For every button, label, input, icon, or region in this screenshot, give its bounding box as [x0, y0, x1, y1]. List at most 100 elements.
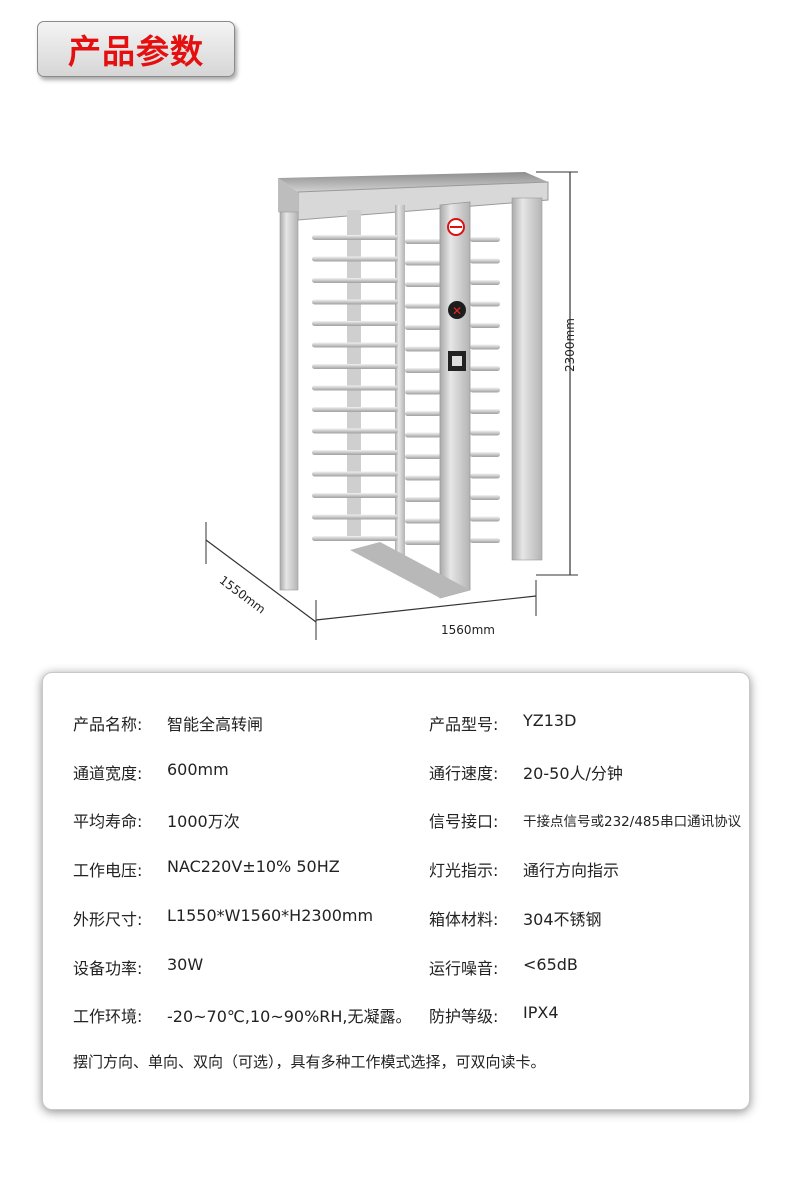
spec-value: 304不锈钢	[523, 910, 602, 929]
side-arm	[470, 430, 500, 436]
spec-row: 工作电压: NAC220V±10% 50HZ 灯光指示: 通行方向指示	[43, 857, 749, 881]
spec-value: L1550*W1560*H2300mm	[167, 906, 374, 925]
side-arm	[470, 280, 500, 285]
fence-arm	[312, 428, 398, 434]
base-plate	[350, 542, 470, 598]
fence-arm	[312, 493, 398, 498]
rotor-arm	[405, 325, 441, 330]
spec-value: 1000万次	[167, 812, 240, 831]
spec-row: 产品名称: 智能全高转闸 产品型号: YZ13D	[43, 711, 749, 735]
fence-arm	[312, 256, 398, 262]
rotor-arm	[405, 389, 441, 395]
height-dimension-label: 2300mm	[563, 318, 577, 372]
fence-arm	[312, 321, 398, 326]
depth-dimension-line	[205, 539, 317, 623]
top-beam-side	[278, 178, 298, 220]
rotor-arm	[405, 540, 441, 545]
spec-value: 干接点信号或232/485串口通讯协议	[523, 814, 742, 830]
spec-value: NAC220V±10% 50HZ	[167, 857, 340, 876]
control-column	[439, 201, 471, 599]
rotor-arm	[405, 303, 441, 309]
spec-label: 箱体材料:	[429, 910, 499, 929]
spec-value: <65dB	[523, 955, 578, 974]
spec-note: 摆门方向、单向、双向（可选），具有多种工作模式选择，可双向读卡。	[73, 1053, 546, 1071]
fence-arm	[312, 235, 398, 240]
spec-row: 设备功率: 30W 运行噪音: <65dB	[43, 955, 749, 979]
fence-arm	[312, 450, 398, 455]
side-arm	[470, 323, 500, 328]
spec-value: 30W	[167, 955, 204, 974]
rotor-arm	[405, 518, 441, 524]
fence-arm	[312, 364, 398, 369]
spec-value: 智能全高转闸	[167, 715, 264, 734]
fence-arm	[312, 514, 398, 520]
spec-label: 通行速度:	[429, 764, 499, 783]
top-beam-top	[278, 172, 548, 192]
rotor-arm	[405, 260, 441, 266]
fence-arm	[312, 342, 398, 348]
fence-arm	[312, 536, 398, 541]
right-post	[511, 197, 543, 561]
spec-label: 产品名称:	[73, 715, 143, 734]
spec-label: 设备功率:	[73, 959, 143, 978]
fence-arm	[312, 385, 398, 391]
fence-arm	[312, 407, 398, 412]
side-arm	[470, 495, 500, 500]
spec-label: 工作环境:	[73, 1007, 143, 1026]
fence-arm	[312, 278, 398, 283]
side-arm	[470, 258, 500, 264]
side-arm	[470, 387, 500, 393]
rotor-arm	[405, 282, 441, 287]
side-arm	[470, 344, 500, 350]
side-arm	[470, 473, 500, 479]
spec-label: 平均寿命:	[73, 812, 143, 831]
spec-label: 信号接口:	[429, 812, 499, 831]
left-post	[279, 211, 299, 591]
spec-label: 运行噪音:	[429, 959, 499, 978]
stop-light-icon	[448, 301, 466, 319]
rotor-arm	[405, 411, 441, 416]
spec-value: YZ13D	[523, 711, 577, 730]
spec-value: 20-50人/分钟	[523, 764, 623, 783]
spec-label: 产品型号:	[429, 715, 499, 734]
rotor-arm	[405, 239, 441, 244]
fence-arm	[312, 471, 398, 477]
side-arm	[470, 452, 500, 457]
spec-label: 外形尺寸:	[73, 910, 143, 929]
fence-arm	[312, 299, 398, 305]
side-arm	[470, 409, 500, 414]
turnstile-bars	[312, 235, 500, 545]
side-arm	[470, 366, 500, 371]
depth-dimension-label: 1550mm	[217, 573, 268, 617]
turnstile-illustration: ✕ 2300mm 1550mm 1560mm	[205, 171, 578, 640]
spec-value: -20~70℃,10~90%RH,无凝露。	[167, 1007, 412, 1026]
rotor-arm	[405, 497, 441, 502]
rotor-arm	[405, 475, 441, 481]
side-arm	[470, 538, 500, 543]
spec-value: 600mm	[167, 760, 229, 779]
section-title: 产品参数	[68, 32, 204, 71]
back-post	[347, 210, 361, 540]
spec-row: 通道宽度: 600mm 通行速度: 20-50人/分钟	[43, 760, 749, 784]
rotor-arm	[405, 454, 441, 459]
side-arm	[470, 301, 500, 307]
spec-label: 通道宽度:	[73, 764, 143, 783]
spec-label: 防护等级:	[429, 1007, 499, 1026]
spec-value: 通行方向指示	[523, 861, 620, 880]
rotor-arm	[405, 368, 441, 373]
svg-text:✕: ✕	[452, 304, 462, 318]
rotor-shaft	[395, 205, 405, 560]
rotor-arm	[405, 432, 441, 438]
spec-card: 产品名称: 智能全高转闸 产品型号: YZ13D 通道宽度: 600mm 通行速…	[42, 672, 750, 1110]
spec-row: 平均寿命: 1000万次 信号接口: 干接点信号或232/485串口通讯协议	[43, 808, 749, 832]
width-dimension-label: 1560mm	[441, 623, 495, 637]
spec-row: 工作环境: -20~70℃,10~90%RH,无凝露。 防护等级: IPX4	[43, 1003, 749, 1027]
section-title-badge: 产品参数	[37, 21, 235, 77]
width-dimension-line	[315, 595, 537, 621]
rotor-arm	[405, 346, 441, 352]
spec-label: 工作电压:	[73, 861, 143, 880]
spec-label: 灯光指示:	[429, 861, 499, 880]
spec-value: IPX4	[523, 1003, 559, 1022]
spec-row: 外形尺寸: L1550*W1560*H2300mm 箱体材料: 304不锈钢	[43, 906, 749, 930]
side-arm	[470, 237, 500, 242]
